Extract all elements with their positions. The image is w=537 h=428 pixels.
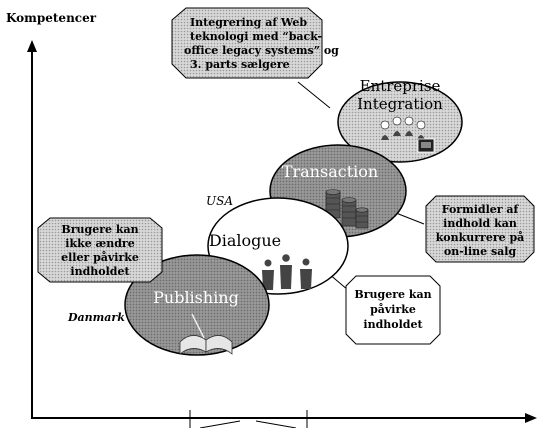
callout-publishing-line-4: indholdet: [70, 265, 130, 278]
callout-publishing-line-3: eller påvirke: [61, 251, 139, 264]
stage-enterprise-label-1: Entreprise: [360, 77, 441, 95]
book-icon: [179, 313, 233, 355]
marker-danmark: Danmark: [67, 311, 125, 324]
callout-integration: Integrering af Web teknologi med “back- …: [171, 7, 339, 79]
callout-transaction-line-3: konkurrere på: [436, 231, 525, 244]
callout-dialogue: Brugere kan påvirke indholdet: [345, 275, 441, 345]
stage-transaction-label: Transaction: [282, 162, 378, 181]
callout-integration-line-1: Integrering af Web: [190, 16, 307, 29]
coin-stack-icon: [325, 189, 369, 229]
callout-dialogue-line-1: Brugere kan: [354, 288, 431, 301]
stage-publishing-label: Publishing: [153, 288, 239, 307]
callout-publishing: Brugere kan ikke ændre eller påvirke ind…: [37, 217, 163, 283]
marker-usa: USA: [206, 194, 233, 208]
people-icon: [262, 254, 312, 290]
callout-transaction: Formidler af indhold kan konkurrere på o…: [425, 195, 535, 263]
callout-transaction-line-4: on-line salg: [444, 245, 517, 258]
callout-integration-line-2: teknologi med “back-: [190, 30, 322, 43]
stage-enterprise-label-2: Integration: [357, 95, 443, 113]
network-icon: [380, 116, 435, 153]
callout-transaction-line-1: Formidler af: [442, 203, 520, 216]
callout-integration-line-3: office legacy systems” og: [184, 44, 339, 57]
stage-publishing: Publishing: [124, 254, 270, 356]
y-axis-label: Kompetencer: [6, 11, 97, 25]
x-axis-bracket: [199, 420, 297, 428]
y-axis-arrow: [27, 40, 37, 52]
x-axis-arrow: [525, 413, 537, 423]
axes: Kompetencer: [6, 11, 537, 428]
callout-publishing-line-2: ikke ændre: [65, 237, 134, 250]
callout-dialogue-line-2: påvirke: [370, 303, 416, 316]
callout-integration-line-4: 3. parts sælgere: [190, 58, 290, 71]
stage-enterprise: Entreprise Integration: [337, 77, 463, 163]
callout-dialogue-line-3: indholdet: [363, 318, 423, 331]
callout-publishing-line-1: Brugere kan: [61, 223, 138, 236]
stage-dialogue-label: Dialogue: [209, 231, 281, 250]
callout-transaction-line-2: indhold kan: [443, 217, 517, 230]
